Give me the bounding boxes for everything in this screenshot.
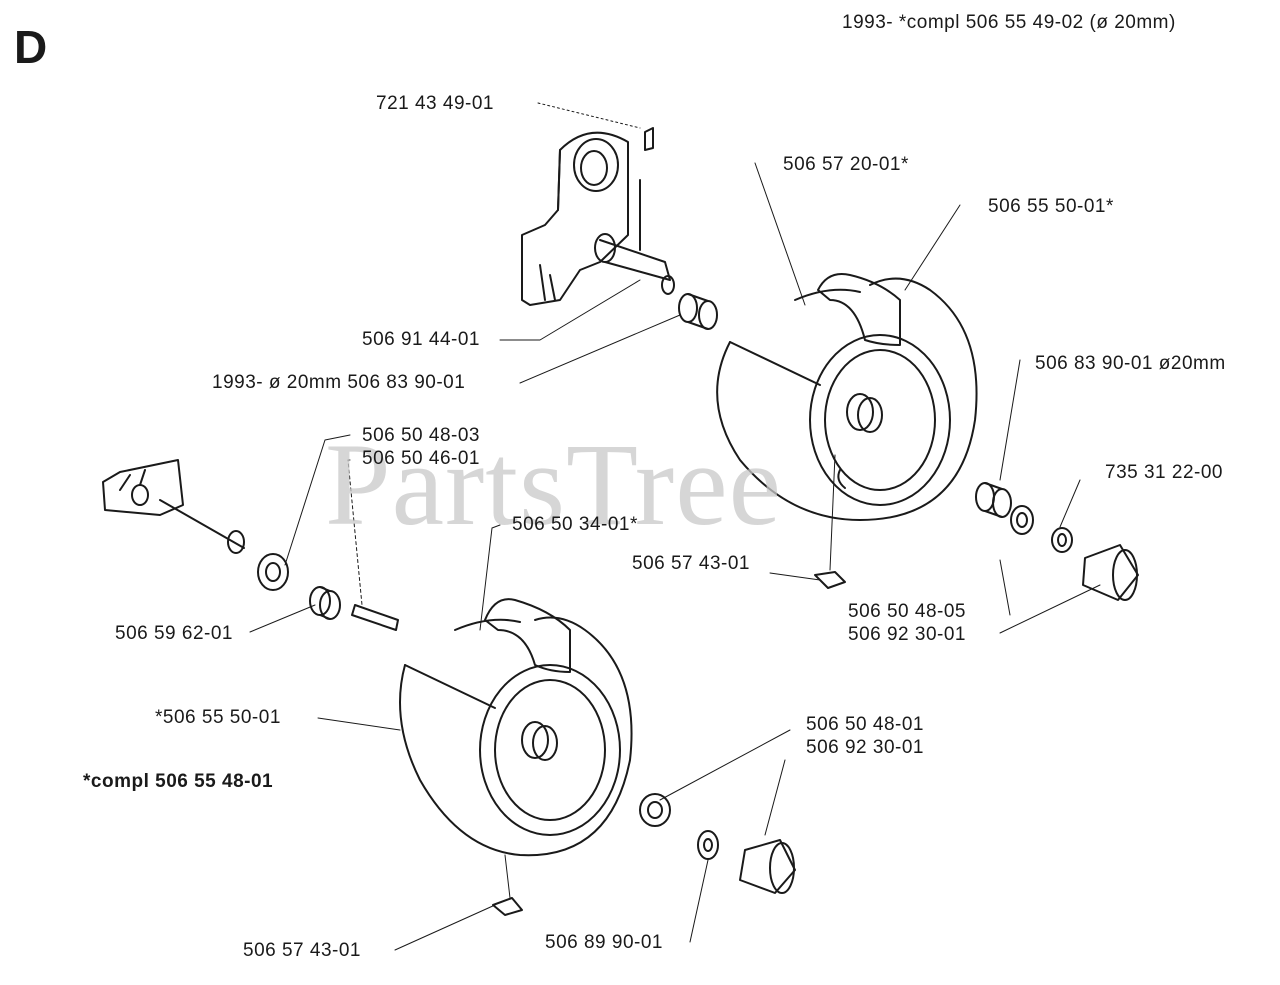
lower-bracket [102, 459, 245, 554]
header-note: 1993- *compl 506 55 49-02 (ø 20mm) [842, 12, 1176, 33]
label-pin-0346: 506 50 46-01 [362, 448, 480, 469]
label-pin: 721 43 49-01 [376, 93, 494, 114]
label-cap-upper: 506 92 30-01 [848, 624, 966, 645]
label-valve-upper: 506 57 43-01 [632, 553, 750, 574]
upper-wheel [716, 273, 978, 521]
label-bushing-1993: 1993- ø 20mm 506 83 90-01 [212, 372, 466, 393]
label-spacer-upper: 506 91 44-01 [362, 329, 480, 350]
label-tire-upper: 506 57 20-01* [783, 154, 909, 175]
section-letter: D [14, 21, 48, 73]
label-washer-0348-01: 506 50 48-01 [806, 714, 924, 735]
lower-right-parts [492, 793, 796, 916]
leader-lines [249, 102, 1101, 951]
label-washer-0348-05: 506 50 48-05 [848, 601, 966, 622]
label-cap-lower: 506 92 30-01 [806, 737, 924, 758]
label-clip-lower: 506 89 90-01 [545, 932, 663, 953]
lower-small-parts [257, 553, 399, 631]
upper-small-parts [814, 482, 1139, 601]
label-wheel-lower: *506 55 50-01 [155, 707, 281, 728]
kit-note: *compl 506 55 48-01 [83, 771, 274, 792]
label-bushing-right: 506 83 90-01 ø20mm [1035, 353, 1226, 374]
upper-spacer [678, 293, 718, 330]
label-bushing-lower: 506 59 62-01 [115, 623, 233, 644]
label-tire-lower: 506 50 34-01* [512, 514, 638, 535]
label-washer-735: 735 31 22-00 [1105, 462, 1223, 483]
label-valve-lower: 506 57 43-01 [243, 940, 361, 961]
label-washer-0348-03: 506 50 48-03 [362, 425, 480, 446]
axle-bracket [521, 127, 675, 306]
lower-wheel [399, 598, 633, 857]
label-wheel-upper: 506 55 50-01* [988, 196, 1114, 217]
